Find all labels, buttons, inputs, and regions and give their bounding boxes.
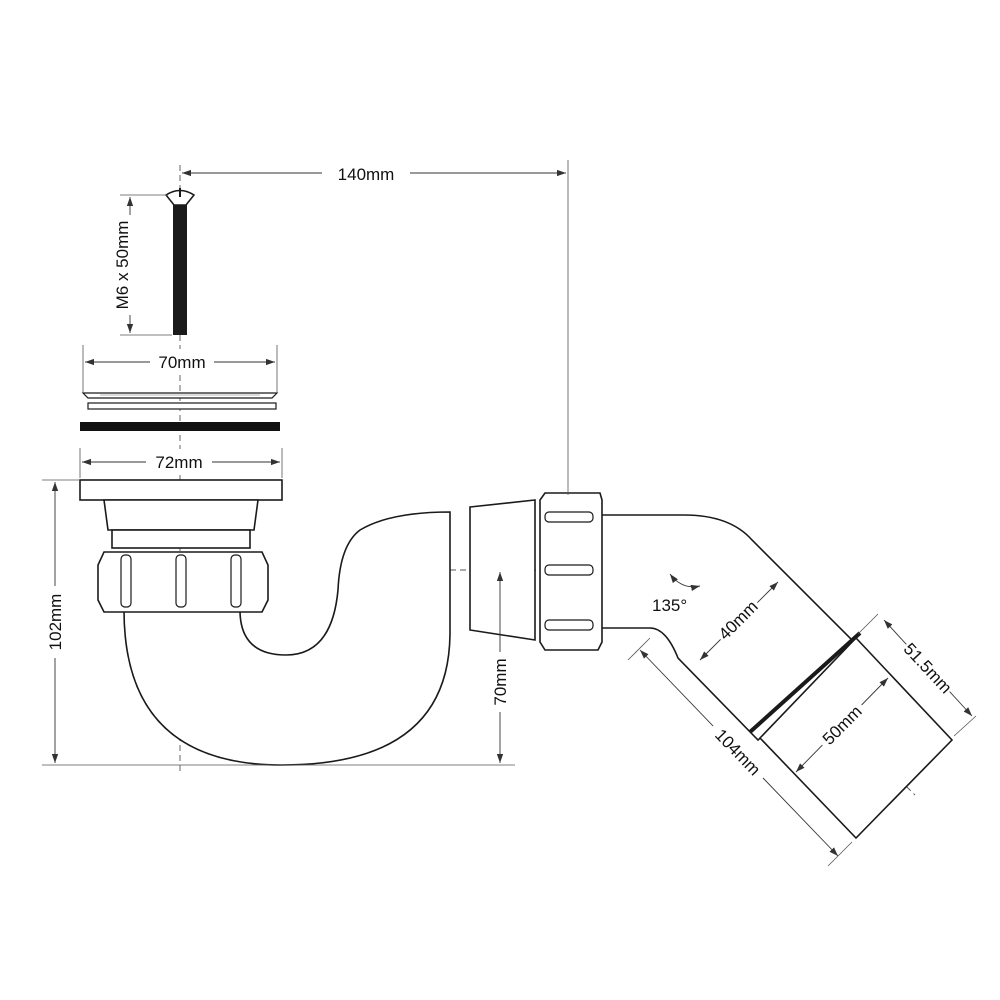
dim-72mm-flange: 72mm: [79, 448, 283, 478]
grate: [81, 392, 279, 399]
compression-nut: [469, 492, 603, 651]
label-screw: M6 x 50mm: [113, 221, 132, 310]
label-70mm-outlet: 70mm: [491, 658, 510, 705]
label-70mm-grate: 70mm: [158, 353, 205, 372]
trap-pipe: [123, 511, 451, 766]
bottom-nut: [97, 551, 269, 613]
dim-135-angle: 135°: [652, 573, 701, 615]
gasket: [80, 422, 280, 431]
dim-102mm: 102mm: [42, 479, 515, 766]
dim-70mm-grate: 70mm: [82, 345, 278, 392]
dim-70mm-outlet: 70mm: [488, 572, 510, 763]
screw: [164, 188, 196, 335]
dim-140mm: 140mm: [182, 160, 569, 495]
label-135: 135°: [652, 596, 687, 615]
label-72mm-flange: 72mm: [155, 453, 202, 472]
drain-body: [79, 479, 283, 549]
label-102mm: 102mm: [46, 594, 65, 651]
label-51-5mm: 51.5mm: [900, 639, 956, 697]
dim-screw: M6 x 50mm: [111, 194, 172, 336]
washer: [87, 402, 277, 410]
label-140mm: 140mm: [338, 165, 395, 184]
